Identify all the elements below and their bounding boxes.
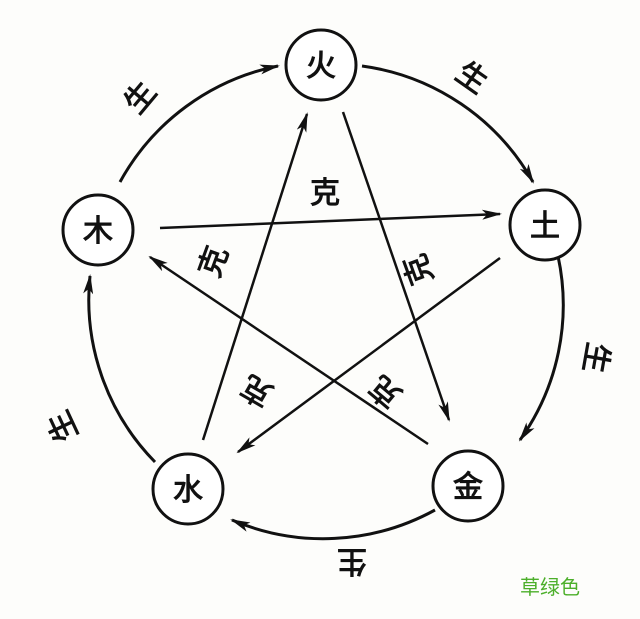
line-earth-to-water — [236, 256, 501, 454]
node-water-label: 水 — [173, 473, 204, 508]
node-fire-label: 火 — [306, 49, 336, 84]
watermark-text: 草绿色 — [520, 575, 580, 599]
line-wood-to-earth — [159, 209, 502, 230]
generate-label-fire-earth: 生 — [449, 55, 494, 101]
generate-label-wood-fire: 生 — [118, 75, 164, 120]
overcome-label-water-fire: 克 — [236, 368, 279, 413]
node-earth: 土 — [508, 188, 582, 262]
arc-water-to-wood — [83, 274, 157, 464]
overcome-label-wood-earth: 克 — [310, 176, 340, 211]
generate-label-water-wood: 生 — [41, 405, 85, 447]
generate-label-earth-metal: 生 — [576, 340, 616, 376]
arc-earth-to-metal — [518, 255, 565, 442]
generate-label-metal-water: 生 — [337, 543, 367, 578]
arc-wood-to-fire — [118, 64, 280, 183]
overcome-label-fire-metal: 克 — [397, 249, 440, 289]
overcome-labels: 克 克 克 克 克 — [192, 176, 440, 414]
generating-cycle — [83, 64, 565, 541]
node-metal-label: 金 — [452, 470, 484, 505]
node-earth-label: 土 — [530, 209, 560, 244]
line-fire-to-metal — [341, 111, 451, 422]
overcoming-star — [148, 111, 502, 454]
overcome-label-metal-wood: 克 — [192, 242, 235, 282]
node-metal: 金 — [431, 449, 505, 523]
node-wood-label: 木 — [82, 214, 113, 249]
node-fire: 火 — [284, 28, 358, 102]
line-metal-to-wood — [148, 255, 429, 446]
line-water-to-fire — [201, 112, 309, 441]
arc-fire-to-earth — [361, 64, 535, 184]
node-water: 水 — [151, 452, 225, 526]
generate-labels: 生 生 生 生 生 — [41, 55, 615, 578]
node-wood: 木 — [61, 193, 135, 267]
arc-metal-to-water — [230, 508, 436, 541]
overcome-label-earth-water: 克 — [363, 368, 408, 414]
